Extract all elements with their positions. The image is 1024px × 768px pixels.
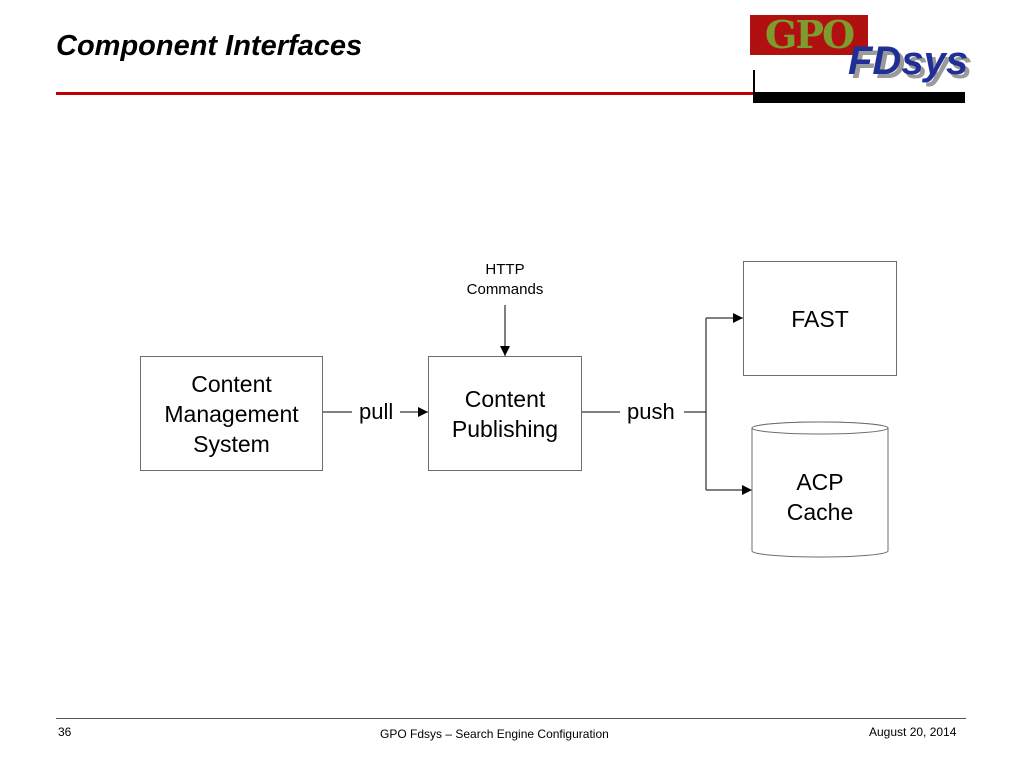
gpo-logo: GPO bbox=[750, 15, 868, 55]
publishing-node-label-1: Content bbox=[464, 385, 546, 412]
acp-cache-cylinder-top bbox=[751, 421, 889, 435]
logo-bar-vertical bbox=[753, 70, 755, 102]
acp-cache-label: ACP Cache bbox=[752, 467, 888, 527]
pull-label: pull bbox=[359, 399, 394, 424]
cms-node-label-1: Content bbox=[191, 370, 272, 397]
footer-center-text: GPO Fdsys – Search Engine Configuration bbox=[380, 727, 609, 741]
cms-node-label-3: System bbox=[193, 430, 270, 457]
content-publishing-node: Content Publishing bbox=[428, 356, 582, 471]
cms-node-label-2: Management bbox=[164, 400, 299, 427]
http-label-line1: HTTP bbox=[485, 261, 525, 278]
header-rule bbox=[56, 92, 756, 95]
cms-node: Content Management System bbox=[140, 356, 323, 471]
gpo-logo-text: GPO bbox=[764, 15, 855, 55]
push-label: push bbox=[627, 399, 675, 424]
http-label-line2: Commands bbox=[466, 281, 544, 298]
http-commands-label: HTTP Commands bbox=[450, 260, 560, 300]
fast-node-label: FAST bbox=[791, 306, 849, 332]
publishing-node-label-2: Publishing bbox=[451, 415, 559, 442]
slide-title: Component Interfaces bbox=[56, 30, 363, 62]
footer-date: August 20, 2014 bbox=[869, 725, 957, 739]
page-number: 36 bbox=[58, 725, 72, 739]
fdsys-logo-shadow: FDsys bbox=[852, 43, 973, 87]
logo-bar-horizontal bbox=[753, 92, 965, 103]
fast-node: FAST bbox=[743, 261, 897, 376]
fdsys-logo: FDsys bbox=[848, 39, 969, 83]
footer-rule bbox=[56, 718, 966, 719]
acp-node-label-1: ACP bbox=[796, 469, 844, 495]
acp-node-label-2: Cache bbox=[786, 499, 854, 525]
